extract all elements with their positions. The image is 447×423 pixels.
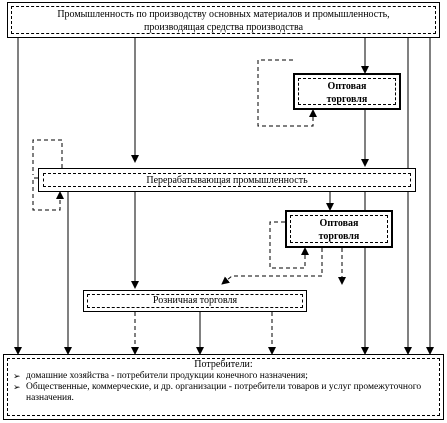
- consumers-title: Потребители:: [194, 359, 253, 370]
- loop-processing-top: [32, 139, 63, 175]
- consumer-item-organizations-text: Общественные, коммерческие, и др. органи…: [26, 382, 422, 403]
- consumer-item-organizations: ➢ Общественные, коммерческие, и др. орга…: [12, 382, 437, 404]
- consumers-list: ➢ домашние хозяйства - потребители проду…: [12, 371, 437, 404]
- processing-label: Перерабатывающая промышленность: [146, 175, 308, 186]
- processing-box: Перерабатывающая промышленность: [38, 168, 416, 192]
- consumers-box: Потребители: ➢ домашние хозяйства - потр…: [3, 354, 444, 420]
- wholesale-mid-line1: Оптовая: [319, 218, 359, 229]
- wholesale-mid-box: Оптовая торговля: [285, 210, 393, 248]
- processing-inner-border: [43, 173, 411, 187]
- wholesale-top-box: Оптовая торговля: [293, 73, 401, 110]
- wholesale-top-inner-border: [298, 78, 396, 105]
- wholesale-top-line1: Оптовая: [327, 81, 367, 92]
- arrowhead-bullet-icon: ➢: [13, 371, 21, 381]
- wholesale-mid-line2: торговля: [318, 231, 360, 242]
- loop-wholesale-mid: [269, 221, 309, 269]
- industry-box-inner-border: [11, 6, 436, 34]
- consumer-item-households-text: домашние хозяйства - потребители продукц…: [26, 371, 308, 381]
- retail-label: Розничная торговля: [152, 295, 238, 306]
- consumer-item-households: ➢ домашние хозяйства - потребители проду…: [12, 371, 437, 382]
- loop-wholesale-top: [257, 59, 317, 127]
- consumers-inner-border: [7, 358, 440, 416]
- retail-inner-border: [87, 294, 303, 308]
- retail-box: Розничная торговля: [83, 290, 307, 312]
- industry-label-line2: производящая средства производства: [143, 22, 304, 33]
- wholesale-mid-inner-border: [290, 215, 388, 243]
- industry-box: Промышленность по производству основных …: [7, 2, 440, 38]
- industry-label-line1: Промышленность по производству основных …: [57, 9, 390, 20]
- loop-processing-left: [32, 177, 64, 211]
- arrow-wholesale-mid-to-retail: [221, 248, 323, 285]
- wholesale-top-line2: торговля: [326, 94, 368, 105]
- arrowhead-bullet-icon: ➢: [13, 382, 21, 392]
